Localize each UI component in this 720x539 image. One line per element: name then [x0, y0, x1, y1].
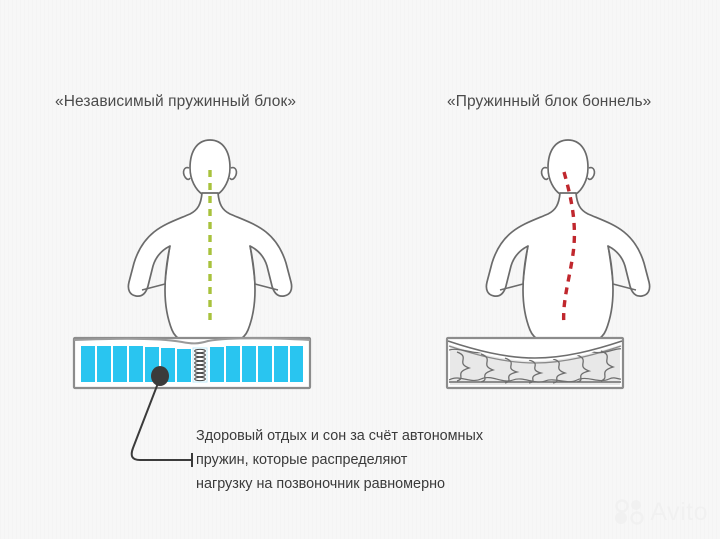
left-human-figure [127, 139, 293, 345]
spring-cell [97, 346, 111, 382]
coil-spring-icon [194, 348, 206, 382]
spring-cell [129, 346, 143, 382]
right-ear-icon [587, 166, 596, 181]
mattress-top-surface [73, 337, 311, 345]
right-panel-title: «Пружинный блок боннель» [447, 93, 652, 110]
spring-cell [258, 346, 272, 382]
head-outline [547, 139, 589, 195]
spring-cell [113, 346, 127, 382]
caption-line1-rest: за счёт автономных [346, 428, 484, 444]
callout-leader [130, 366, 193, 467]
spring-cells-group [81, 346, 303, 383]
left-ear-icon [182, 166, 191, 181]
right-arm-crease [249, 245, 279, 291]
caption-line3: нагрузку на позвоночник равномерно [196, 476, 446, 492]
spring-cell [210, 347, 224, 382]
spring-cell [274, 346, 288, 382]
torso-outline [485, 192, 651, 345]
spring-rail-bottom [449, 377, 621, 383]
leader-line [130, 377, 192, 461]
zigzag-spring [576, 354, 592, 383]
caption-text: Здоровый отдых и сон за счёт автономных … [196, 424, 576, 496]
zigzag-spring [504, 357, 520, 384]
mattress-top-surface [447, 340, 623, 359]
left-arm-crease [499, 245, 529, 291]
avito-watermark-text: Avito [650, 497, 708, 526]
right-human-figure [485, 139, 651, 345]
avito-logo-icon [615, 499, 645, 525]
spring-cell [177, 349, 191, 382]
spine-line-curved [561, 171, 577, 327]
zigzag-spring [600, 350, 616, 382]
callout-dot [151, 366, 169, 386]
caption-line2: пружин, которые распределяют [196, 452, 408, 468]
right-ear-icon [229, 166, 238, 181]
zigzag-spring [480, 353, 496, 383]
head-outline [189, 139, 231, 195]
avito-watermark: Avito [615, 499, 708, 525]
spring-cell [81, 346, 95, 382]
left-ear-icon [540, 166, 549, 181]
caption-bold: Здоровый отдых и сон [196, 428, 347, 444]
right-arm-crease [607, 245, 637, 291]
left-arm-crease [141, 245, 171, 291]
spring-cell [290, 346, 303, 382]
spring-cell [226, 346, 240, 382]
left-panel-title: «Независимый пружинный блок» [55, 93, 297, 110]
independent-spring-mattress [72, 336, 312, 390]
spring-cell [242, 346, 256, 382]
bonnell-spring-mattress [445, 336, 625, 390]
